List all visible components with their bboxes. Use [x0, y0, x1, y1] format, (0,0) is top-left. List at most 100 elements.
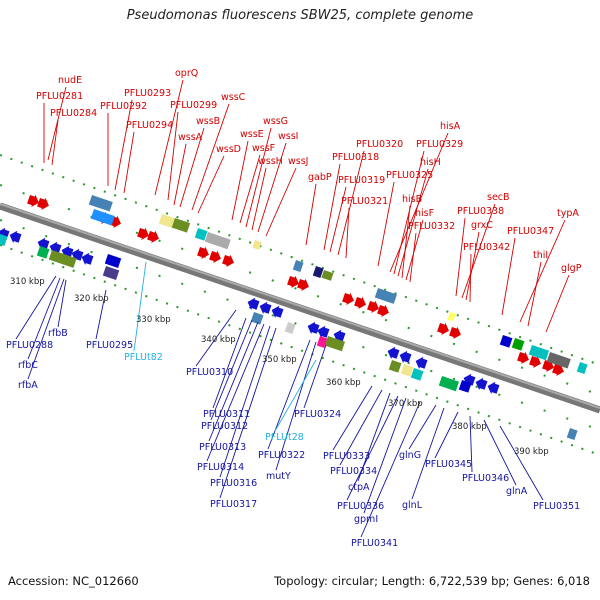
forward-gene-arrow[interactable] [36, 196, 51, 212]
gene-block[interactable] [102, 266, 120, 280]
forward-gene-arrow[interactable] [146, 229, 161, 245]
reverse-gene-arrow[interactable] [474, 376, 489, 392]
rna-gene-label[interactable]: PFLUt82 [124, 352, 163, 363]
forward-gene-label[interactable]: glgP [561, 263, 582, 274]
forward-gene-arrow[interactable] [296, 277, 311, 293]
gene-block[interactable] [458, 380, 472, 393]
forward-gene-label[interactable]: wssD [216, 144, 241, 155]
forward-gene-arrow[interactable] [341, 291, 356, 307]
forward-gene-label[interactable]: PFLU0332 [408, 221, 455, 232]
forward-gene-label[interactable]: PFLU0319 [338, 175, 385, 186]
forward-gene-label[interactable]: PFLU0284 [50, 108, 97, 119]
gene-block[interactable] [312, 266, 324, 279]
reverse-gene-label[interactable]: gpmI [354, 514, 378, 525]
gene-block[interactable] [499, 335, 513, 348]
forward-gene-label[interactable]: wssG [263, 116, 288, 127]
forward-gene-arrow[interactable] [26, 193, 41, 209]
reverse-gene-arrow[interactable] [414, 355, 429, 371]
forward-gene-arrow[interactable] [516, 350, 531, 366]
gene-block[interactable] [158, 214, 178, 229]
forward-gene-arrow[interactable] [221, 253, 236, 269]
gene-block[interactable] [0, 234, 8, 247]
gene-block[interactable] [250, 312, 264, 325]
forward-gene-label[interactable]: nudE [58, 75, 82, 86]
forward-gene-label[interactable]: PFLU0293 [124, 88, 171, 99]
forward-gene-label[interactable]: PFLU0347 [507, 226, 554, 237]
reverse-gene-label[interactable]: PFLU0314 [197, 462, 244, 473]
reverse-gene-arrow[interactable] [80, 251, 95, 267]
reverse-gene-label[interactable]: rfbA [18, 380, 38, 391]
forward-gene-label[interactable]: hisF [415, 208, 434, 219]
gene-block[interactable] [528, 344, 550, 361]
gene-block[interactable] [194, 227, 208, 241]
reverse-gene-label[interactable]: PFLU0345 [425, 459, 472, 470]
forward-gene-label[interactable]: secB [487, 192, 510, 203]
gene-block[interactable] [511, 338, 525, 351]
forward-gene-arrow[interactable] [196, 245, 211, 261]
forward-gene-arrow[interactable] [353, 295, 368, 311]
forward-gene-arrow[interactable] [448, 325, 463, 341]
gene-block[interactable] [204, 231, 231, 250]
forward-gene-label[interactable]: oprQ [175, 68, 198, 79]
reverse-gene-label[interactable]: PFLU0341 [351, 538, 398, 549]
forward-gene-label[interactable]: PFLU0329 [416, 139, 463, 150]
rna-gene-label[interactable]: PFLUt28 [265, 432, 304, 443]
reverse-gene-label[interactable]: mutY [266, 471, 291, 482]
reverse-gene-label[interactable]: glnA [506, 486, 528, 497]
forward-gene-arrow[interactable] [436, 321, 451, 337]
reverse-gene-arrow[interactable] [486, 380, 501, 396]
forward-gene-label[interactable]: hisH [420, 157, 441, 168]
reverse-gene-arrow[interactable] [386, 345, 401, 361]
forward-gene-label[interactable]: wssC [221, 92, 246, 103]
reverse-gene-label[interactable]: PFLU0346 [462, 473, 509, 484]
gene-block[interactable] [576, 362, 588, 375]
gene-block[interactable] [284, 322, 296, 335]
reverse-gene-arrow[interactable] [306, 320, 321, 336]
gene-block[interactable] [48, 250, 77, 268]
reverse-gene-label[interactable]: PFLU0295 [86, 340, 133, 351]
reverse-gene-label[interactable]: ctpA [348, 482, 370, 493]
gene-features[interactable] [0, 193, 588, 441]
gene-block[interactable] [90, 209, 115, 226]
gene-block[interactable] [400, 364, 414, 377]
gene-block[interactable] [324, 336, 346, 352]
forward-gene-label[interactable]: PFLU0299 [170, 100, 217, 111]
forward-gene-label[interactable]: PFLU0318 [332, 152, 379, 163]
reverse-gene-label[interactable]: PFLU0322 [258, 450, 305, 461]
forward-gene-label[interactable]: gabP [308, 172, 332, 183]
forward-gene-arrow[interactable] [366, 299, 381, 315]
gene-block[interactable] [410, 368, 424, 381]
gene-block[interactable] [171, 217, 191, 233]
reverse-gene-label[interactable]: PFLU0313 [199, 442, 246, 453]
gene-block[interactable] [88, 195, 113, 212]
reverse-gene-arrow[interactable] [8, 229, 23, 245]
reverse-gene-label[interactable]: PFLU0336 [337, 501, 384, 512]
forward-gene-arrow[interactable] [528, 354, 543, 370]
reverse-gene-label[interactable]: glnG [399, 450, 421, 461]
reverse-gene-label[interactable]: PFLU0333 [323, 451, 370, 462]
reverse-gene-label[interactable]: PFLU0311 [203, 409, 250, 420]
forward-gene-label[interactable]: PFLU0342 [463, 242, 510, 253]
gene-block[interactable] [447, 311, 456, 322]
forward-gene-label[interactable]: PFLU0281 [36, 91, 83, 102]
forward-gene-label[interactable]: wssF [252, 143, 275, 154]
reverse-gene-label[interactable]: PFLU0316 [210, 478, 257, 489]
forward-gene-arrow[interactable] [551, 362, 566, 378]
reverse-gene-arrow[interactable] [316, 324, 331, 340]
forward-gene-label[interactable]: hisA [440, 121, 461, 132]
gene-block[interactable] [36, 246, 50, 259]
reverse-gene-label[interactable]: PFLU0334 [330, 466, 377, 477]
reverse-gene-label[interactable]: PFLU0312 [201, 421, 248, 432]
reverse-gene-label[interactable]: PFLU0317 [210, 499, 257, 510]
gene-block[interactable] [388, 360, 402, 373]
reverse-gene-label[interactable]: rfbB [48, 328, 68, 339]
forward-gene-label[interactable]: wssH [258, 156, 283, 167]
gene-block[interactable] [104, 254, 122, 268]
forward-gene-label[interactable]: typA [557, 208, 579, 219]
reverse-gene-arrow[interactable] [258, 300, 273, 316]
reverse-gene-arrow[interactable] [398, 349, 413, 365]
gene-block[interactable] [438, 375, 460, 392]
forward-gene-arrow[interactable] [376, 303, 391, 319]
forward-gene-label[interactable]: PFLU0321 [341, 196, 388, 207]
reverse-gene-arrow[interactable] [270, 304, 285, 320]
